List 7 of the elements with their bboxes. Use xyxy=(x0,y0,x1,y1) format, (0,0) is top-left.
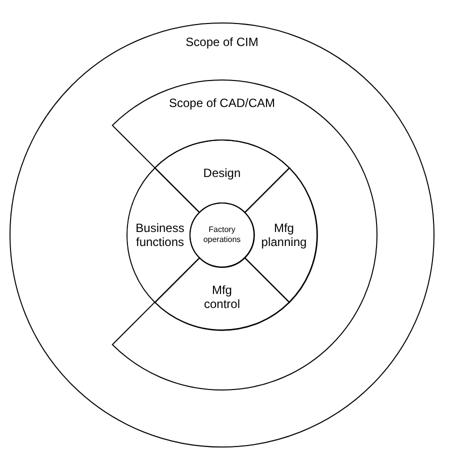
scope-label: Scope of CAD/CAM xyxy=(168,96,276,110)
sector-label: Mfg control xyxy=(202,282,241,311)
center-label: Factory operations xyxy=(202,225,242,245)
sector-label: Business functions xyxy=(134,220,186,249)
sector-label: Design xyxy=(202,166,242,180)
sector-label: Mfg planning xyxy=(260,220,308,249)
scope-label: Scope of CIM xyxy=(184,35,260,49)
